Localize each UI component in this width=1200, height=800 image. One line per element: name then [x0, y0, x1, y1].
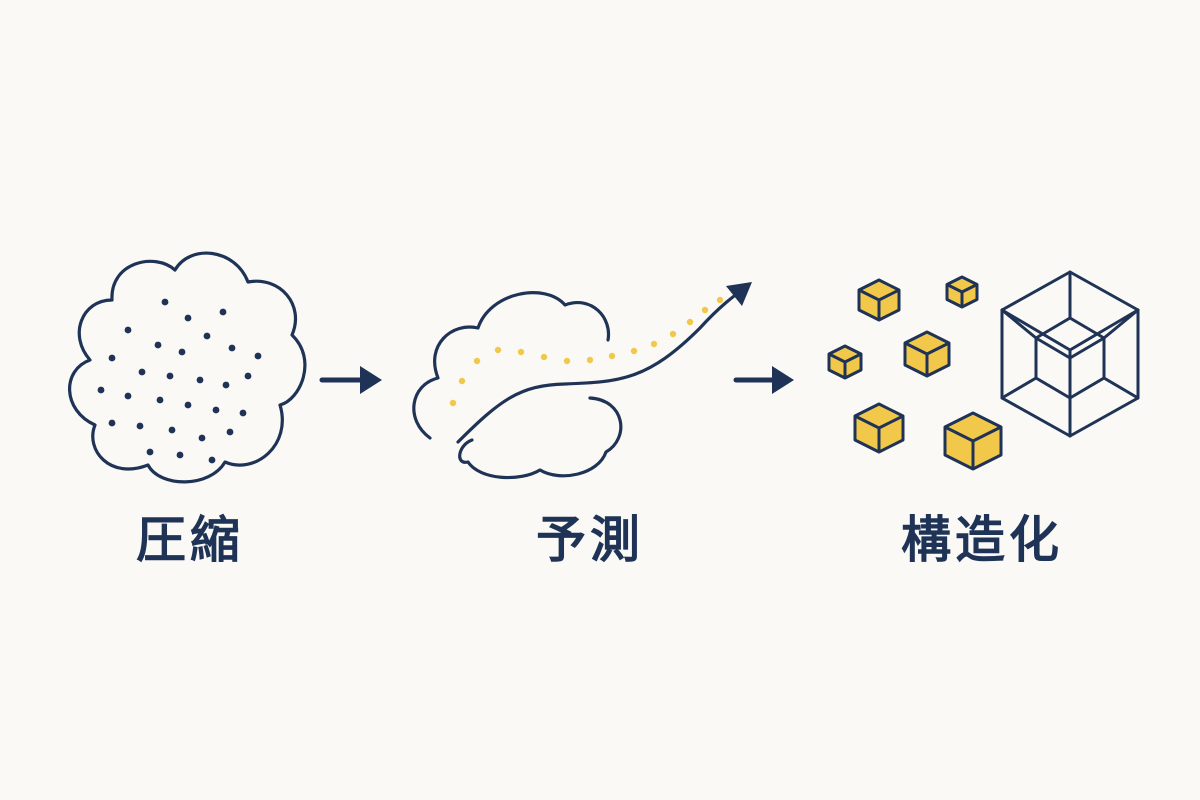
noise-dot	[184, 401, 192, 409]
cloud-dots	[97, 298, 262, 464]
prediction-dot	[494, 346, 502, 354]
noise-dot	[212, 406, 220, 414]
noise-dot	[154, 341, 162, 349]
stage-label-structure: 構造化	[901, 511, 1063, 569]
trend-arrowhead	[726, 282, 752, 306]
noise-dot	[178, 348, 186, 356]
cloud-outline	[68, 251, 307, 484]
prediction-dot	[586, 356, 594, 364]
prediction-dot	[686, 318, 694, 326]
prediction-dots	[449, 296, 724, 407]
prediction-dot	[701, 306, 709, 314]
prediction-dot	[563, 357, 571, 365]
noise-dot	[208, 456, 216, 464]
right-arrow-icon	[319, 366, 382, 394]
prediction-dot	[630, 347, 638, 355]
prediction-dot	[458, 377, 466, 385]
noise-dot	[166, 372, 174, 380]
noise-dot	[239, 409, 247, 417]
prediction-dot	[716, 296, 724, 304]
noise-dot	[124, 326, 132, 334]
noise-dot	[222, 381, 230, 389]
cube-icon	[943, 411, 1003, 471]
cube-icon	[903, 330, 951, 378]
noise-dot	[244, 372, 252, 380]
stage-label-predict: 予測	[536, 511, 644, 569]
trend-curve	[456, 286, 747, 444]
prediction-dot	[540, 353, 548, 361]
noise-dot	[136, 422, 144, 430]
noise-dot	[168, 426, 176, 434]
noise-dot	[138, 368, 146, 376]
noise-dot	[156, 396, 164, 404]
noise-dot	[226, 428, 234, 436]
noise-dot	[198, 434, 206, 442]
prediction-dot	[608, 352, 616, 360]
prediction-dot	[669, 330, 677, 338]
noise-dot	[254, 352, 262, 360]
prediction-dot	[473, 357, 481, 365]
prediction-dot	[449, 399, 457, 407]
lattice-cube-icon	[1000, 270, 1140, 438]
stage-label-compress: 圧縮	[136, 511, 244, 569]
noise-dot	[146, 448, 154, 456]
right-arrow-icon	[733, 366, 794, 394]
noise-dot	[97, 386, 105, 394]
noise-dot	[219, 308, 227, 316]
noisy-cloud-icon	[68, 251, 307, 484]
noise-dot	[228, 344, 236, 352]
noise-dot	[184, 314, 192, 322]
noise-dot	[108, 354, 116, 362]
trend-cloud-icon	[412, 282, 752, 480]
cube-icon	[857, 278, 901, 322]
noise-dot	[124, 392, 132, 400]
noise-dot	[108, 419, 116, 427]
noise-dot	[203, 332, 211, 340]
cube-icon	[827, 344, 863, 380]
prediction-dot	[517, 348, 525, 356]
noise-dot	[196, 376, 204, 384]
noise-dot	[176, 451, 184, 459]
cube-icon	[853, 402, 905, 454]
noise-dot	[161, 298, 169, 306]
cubes-icon	[827, 275, 1003, 471]
prediction-dot	[650, 340, 658, 348]
cube-icon	[945, 275, 979, 309]
cloud-outline	[412, 291, 623, 480]
